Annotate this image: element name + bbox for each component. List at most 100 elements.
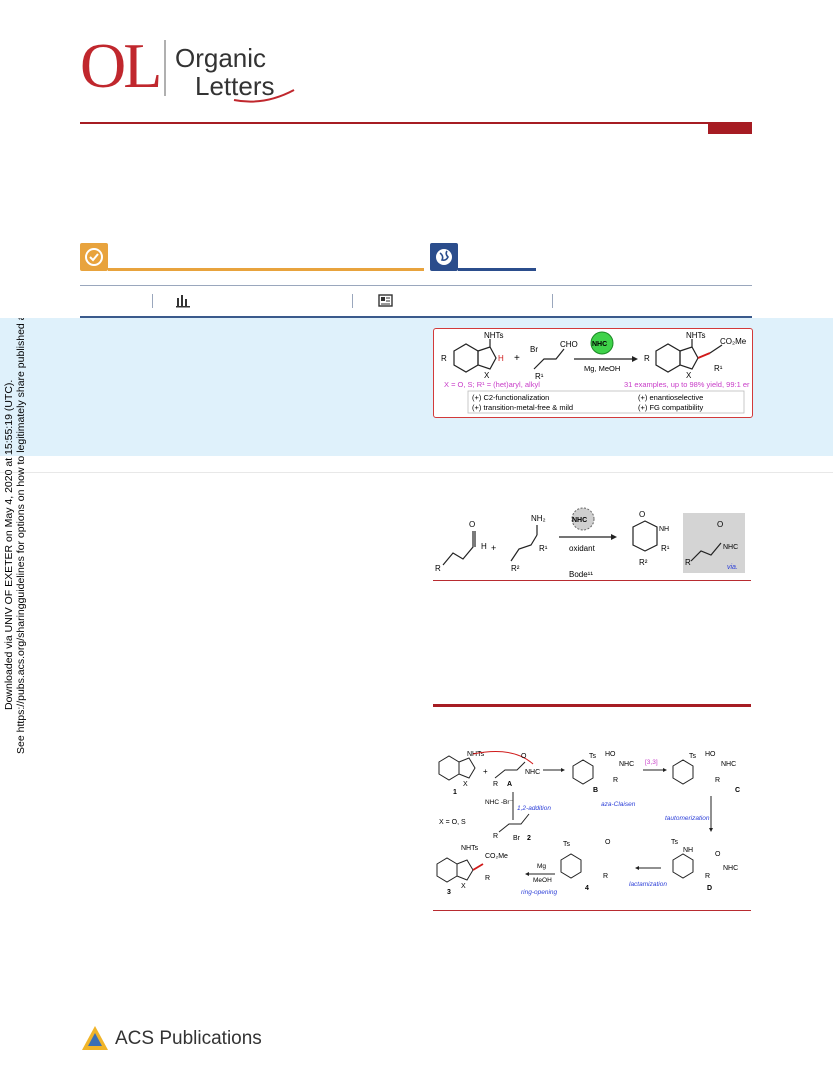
article-recommendations-icon[interactable] (378, 294, 394, 308)
scheme1-catalyst: NHC (572, 517, 587, 524)
toc-scope-right: 31 examples, up to 98% yield, 99:1 er (624, 380, 750, 389)
s2-ts-D: Ts (671, 839, 679, 846)
svg-text:R: R (715, 777, 720, 784)
toc-scope-left: X = O, S; R¹ = (het)aryl, alkyl (444, 380, 540, 389)
svg-text:R: R (493, 833, 498, 840)
svg-text:R¹: R¹ (714, 364, 723, 373)
svg-text:R¹: R¹ (539, 544, 548, 553)
s2-ts-4: Ts (563, 841, 571, 848)
metrics-separator (152, 294, 153, 308)
scheme1-amine: NH₂ (531, 514, 546, 523)
logo-divider (164, 40, 166, 96)
svg-text:R: R (441, 354, 447, 363)
s2-step-open: ring-opening (521, 889, 558, 896)
scheme-2: NHTs X 1 + O NHC R A NHC -Br⁻ 1,2-additi… (436, 751, 740, 896)
global-badge[interactable] (430, 243, 458, 271)
s2-ester: CO₂Me (485, 853, 508, 860)
toc-aldehyde-cho: CHO (560, 340, 578, 349)
header-tab (708, 124, 752, 134)
open-access-badge[interactable] (80, 243, 108, 271)
scheme1-intermediate: NHC (723, 544, 738, 551)
svg-text:R¹: R¹ (661, 544, 670, 553)
scheme-1: O H R + NH₂ R¹ R² NHC oxidant Bode¹¹ O N… (435, 507, 745, 579)
download-note-line2: See https://pubs.acs.org/sharingguidelin… (15, 318, 26, 754)
svg-text:R: R (685, 558, 691, 567)
s2-nhts-3: NHTs (461, 845, 479, 852)
svg-text:R: R (485, 875, 490, 882)
toc-feature-1: (+) C2-functionalization (472, 393, 549, 402)
journal-logo-letters: OL (80, 30, 162, 101)
metrics-top-rule (80, 285, 752, 286)
svg-text:R: R (435, 564, 441, 573)
toc-aldehyde-br: Br (530, 345, 538, 354)
global-bar (458, 268, 536, 271)
scheme2-bottom-rule (433, 910, 751, 911)
svg-text:R: R (705, 873, 710, 880)
metrics-separator (552, 294, 553, 308)
svg-text:X: X (484, 371, 490, 380)
svg-text:+: + (514, 353, 520, 364)
toc-catalyst: NHC (592, 341, 607, 348)
s2-reagent-meoh: MeOH (533, 877, 552, 884)
open-access-bar (108, 268, 424, 271)
s2-B: B (593, 787, 598, 794)
svg-text:O: O (717, 520, 723, 529)
svg-text:NHC: NHC (619, 761, 634, 768)
toc-substrate-label: NHTs (484, 331, 504, 340)
scheme1-via: via. (727, 564, 738, 571)
journal-name-line1: Organic (175, 43, 267, 73)
svg-text:NHC: NHC (721, 761, 736, 768)
s2-compound-4: 4 (585, 885, 589, 892)
s2-compound-1: 1 (453, 789, 457, 796)
publisher-name[interactable]: ACS Publications (115, 1028, 262, 1049)
svg-text:O: O (639, 510, 645, 519)
scheme1-rule (433, 580, 751, 581)
toc-feature-2: (+) transition-metal-free & mild (472, 403, 573, 412)
s2-C: C (735, 787, 740, 794)
svg-text:H: H (498, 354, 504, 363)
scheme2-top-rule (433, 704, 751, 707)
svg-text:X: X (463, 781, 468, 788)
svg-text:NHC: NHC (525, 769, 540, 776)
s2-D: D (707, 885, 712, 892)
s2-step-taut: tautomerization (665, 815, 710, 822)
check-circle-icon (85, 248, 103, 266)
s2-compound-3: 3 (447, 889, 451, 896)
toc-graphic: NHTs H X R + Br CHO R¹ NHC Mg, MeOH NHTs… (433, 328, 753, 418)
svg-text:O: O (521, 753, 527, 760)
svg-text:R²: R² (511, 564, 520, 573)
svg-text:H: H (481, 542, 487, 551)
s2-ts-B: Ts (589, 753, 597, 760)
download-note-line1: Downloaded via UNIV OF EXETER on May 4, … (3, 380, 15, 710)
svg-text:R: R (493, 781, 498, 788)
s2-ts-C: Ts (689, 753, 697, 760)
toc-feature-3: (+) enantioselective (638, 393, 703, 402)
scheme1-oxidant: oxidant (569, 544, 596, 553)
s2-reagent-mg: Mg (537, 863, 546, 870)
acs-logo-icon (82, 1026, 108, 1050)
s2-step-lactam: lactamization (629, 881, 667, 888)
svg-text:R²: R² (639, 558, 648, 567)
svg-text:+: + (491, 543, 496, 553)
s2-x-def: X = O, S (439, 819, 466, 826)
toc-scheme: NHTs H X R + Br CHO R¹ NHC Mg, MeOH NHTs… (441, 331, 750, 414)
svg-text:+: + (483, 767, 488, 776)
toc-product-ester: CO₂Me (720, 337, 747, 346)
globe-icon (436, 249, 452, 265)
s2-step-add: 1,2-addition (517, 805, 551, 812)
s2-A: A (507, 781, 512, 788)
metrics-chart-icon[interactable] (176, 294, 192, 308)
metrics-bottom-rule (80, 316, 752, 318)
metrics-separator (352, 294, 353, 308)
svg-text:R: R (644, 354, 650, 363)
toc-product-nhts: NHTs (686, 331, 706, 340)
svg-text:X: X (461, 883, 466, 890)
svg-text:R¹: R¹ (535, 372, 544, 381)
svg-text:R: R (613, 777, 618, 784)
s2-compound-2: 2 (527, 835, 531, 842)
svg-text:R: R (603, 873, 608, 880)
abstract-bottom-rule (0, 472, 833, 473)
toc-conditions: Mg, MeOH (584, 364, 620, 373)
s2-step-claisen: aza-Claisen (601, 801, 636, 808)
journal-name-line2: Letters (195, 71, 275, 101)
